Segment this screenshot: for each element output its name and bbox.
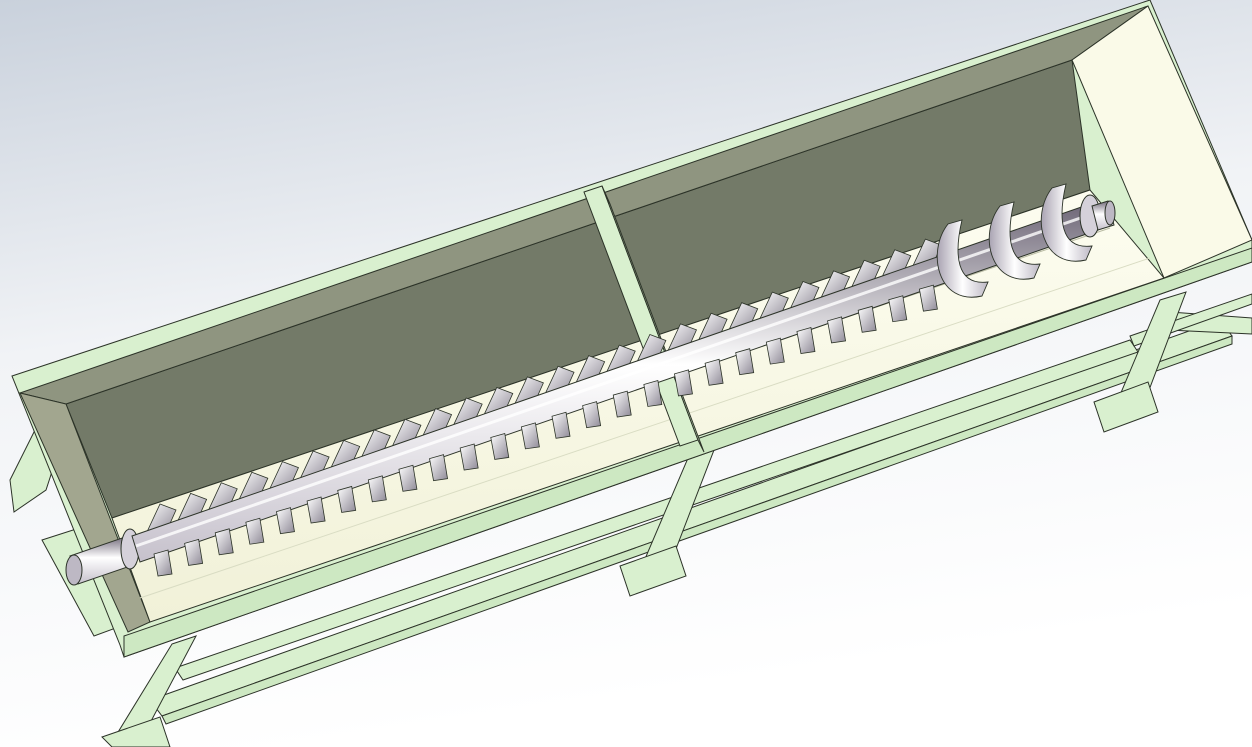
screw-paddle-lower [704,358,724,386]
leg-middle-foot [619,545,687,597]
screw-paddle-lower [582,401,602,429]
screw-paddle-lower [367,475,387,503]
screw-helical-flight [1040,183,1093,262]
screw-paddle-lower [276,507,295,535]
paddle-row-front [153,284,938,577]
screw-paddle-lower [153,549,173,577]
screw-paddle-lower [337,485,357,513]
screw-paddle-lower [735,348,755,376]
lower-rail-side [161,335,1233,725]
screw-paddle-lower [888,295,908,323]
screw-paddle-lower [918,284,938,312]
screw-paddle-lower [796,326,816,354]
screw-full-flights [936,183,1093,298]
screw-paddle-lower [643,379,663,407]
screw-paddle-lower [827,316,847,344]
trough-right-end-plate [1071,5,1252,279]
screw-paddle-lower [184,538,204,566]
left-shaft-end-face [65,554,83,586]
trough-front-face [123,247,1252,658]
support-frame[interactable] [9,291,1252,747]
screw-paddle-lower [674,369,693,397]
leg-right-foot [1093,381,1159,433]
left-shaft-end[interactable] [65,528,140,586]
screw-paddle-lower [459,443,479,471]
leg-left-foot [101,716,171,747]
screw-helical-flight [988,201,1041,280]
screw-paddle-lower [857,305,877,333]
screw-paddle-lower [306,496,326,524]
right-shaft-end[interactable] [1079,194,1116,238]
screw-helical-flight [936,219,989,298]
screw-paddle-lower [765,337,785,365]
screw-paddle-lower [245,517,265,545]
screw-paddle-lower [612,390,632,418]
screw-paddle-lower [520,422,540,450]
screw-paddle-lower [398,464,418,492]
screw-paddle-lower [429,454,449,482]
right-shaft-end-face [1104,200,1116,226]
screw-paddle-lower [551,411,571,439]
screw-paddle-lower [490,432,510,460]
screw-paddle-lower [214,528,234,556]
screw-assembly[interactable] [65,183,1116,586]
